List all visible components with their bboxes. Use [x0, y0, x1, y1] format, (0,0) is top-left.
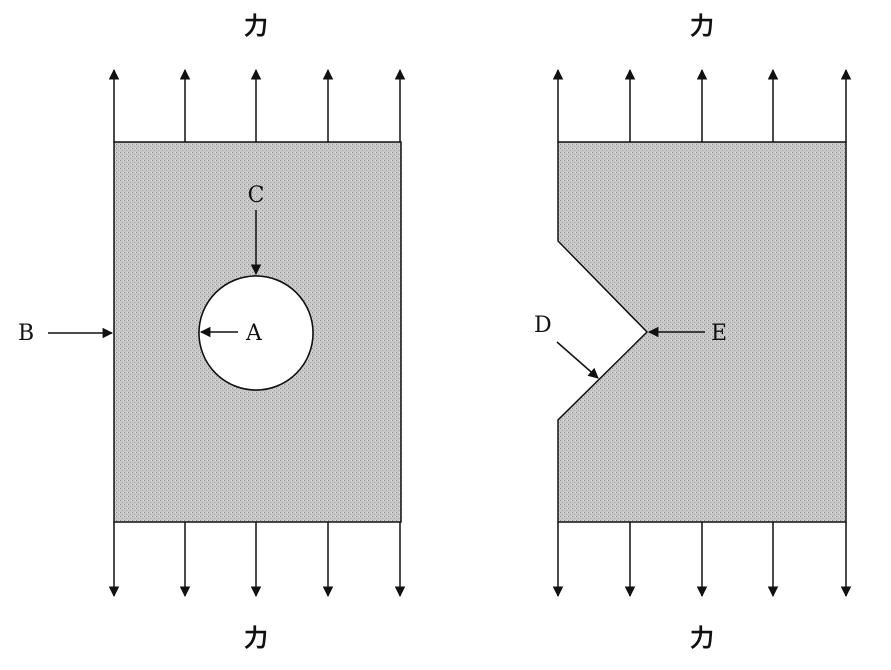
left-top-force-arrows [108, 68, 406, 142]
right-top-force-arrows [552, 68, 852, 142]
right-bottom-force-arrows [552, 522, 852, 598]
force-label-bottom-left: 力 [244, 624, 268, 652]
force-label-top-left: 力 [244, 12, 268, 40]
left-plate-group: 力 力 C A B [18, 12, 406, 652]
point-label-e: E [711, 321, 727, 346]
right-plate-group: 力 力 D E [534, 12, 852, 652]
point-label-c: C [248, 183, 265, 208]
point-label-b: B [18, 321, 34, 346]
point-label-d: D [534, 313, 552, 338]
force-label-top-right: 力 [690, 12, 714, 40]
circular-hole [198, 275, 314, 391]
pointer-arrow-d [556, 341, 599, 379]
left-bottom-force-arrows [108, 522, 406, 598]
force-label-bottom-right: 力 [690, 624, 714, 652]
point-label-a: A [245, 321, 263, 346]
